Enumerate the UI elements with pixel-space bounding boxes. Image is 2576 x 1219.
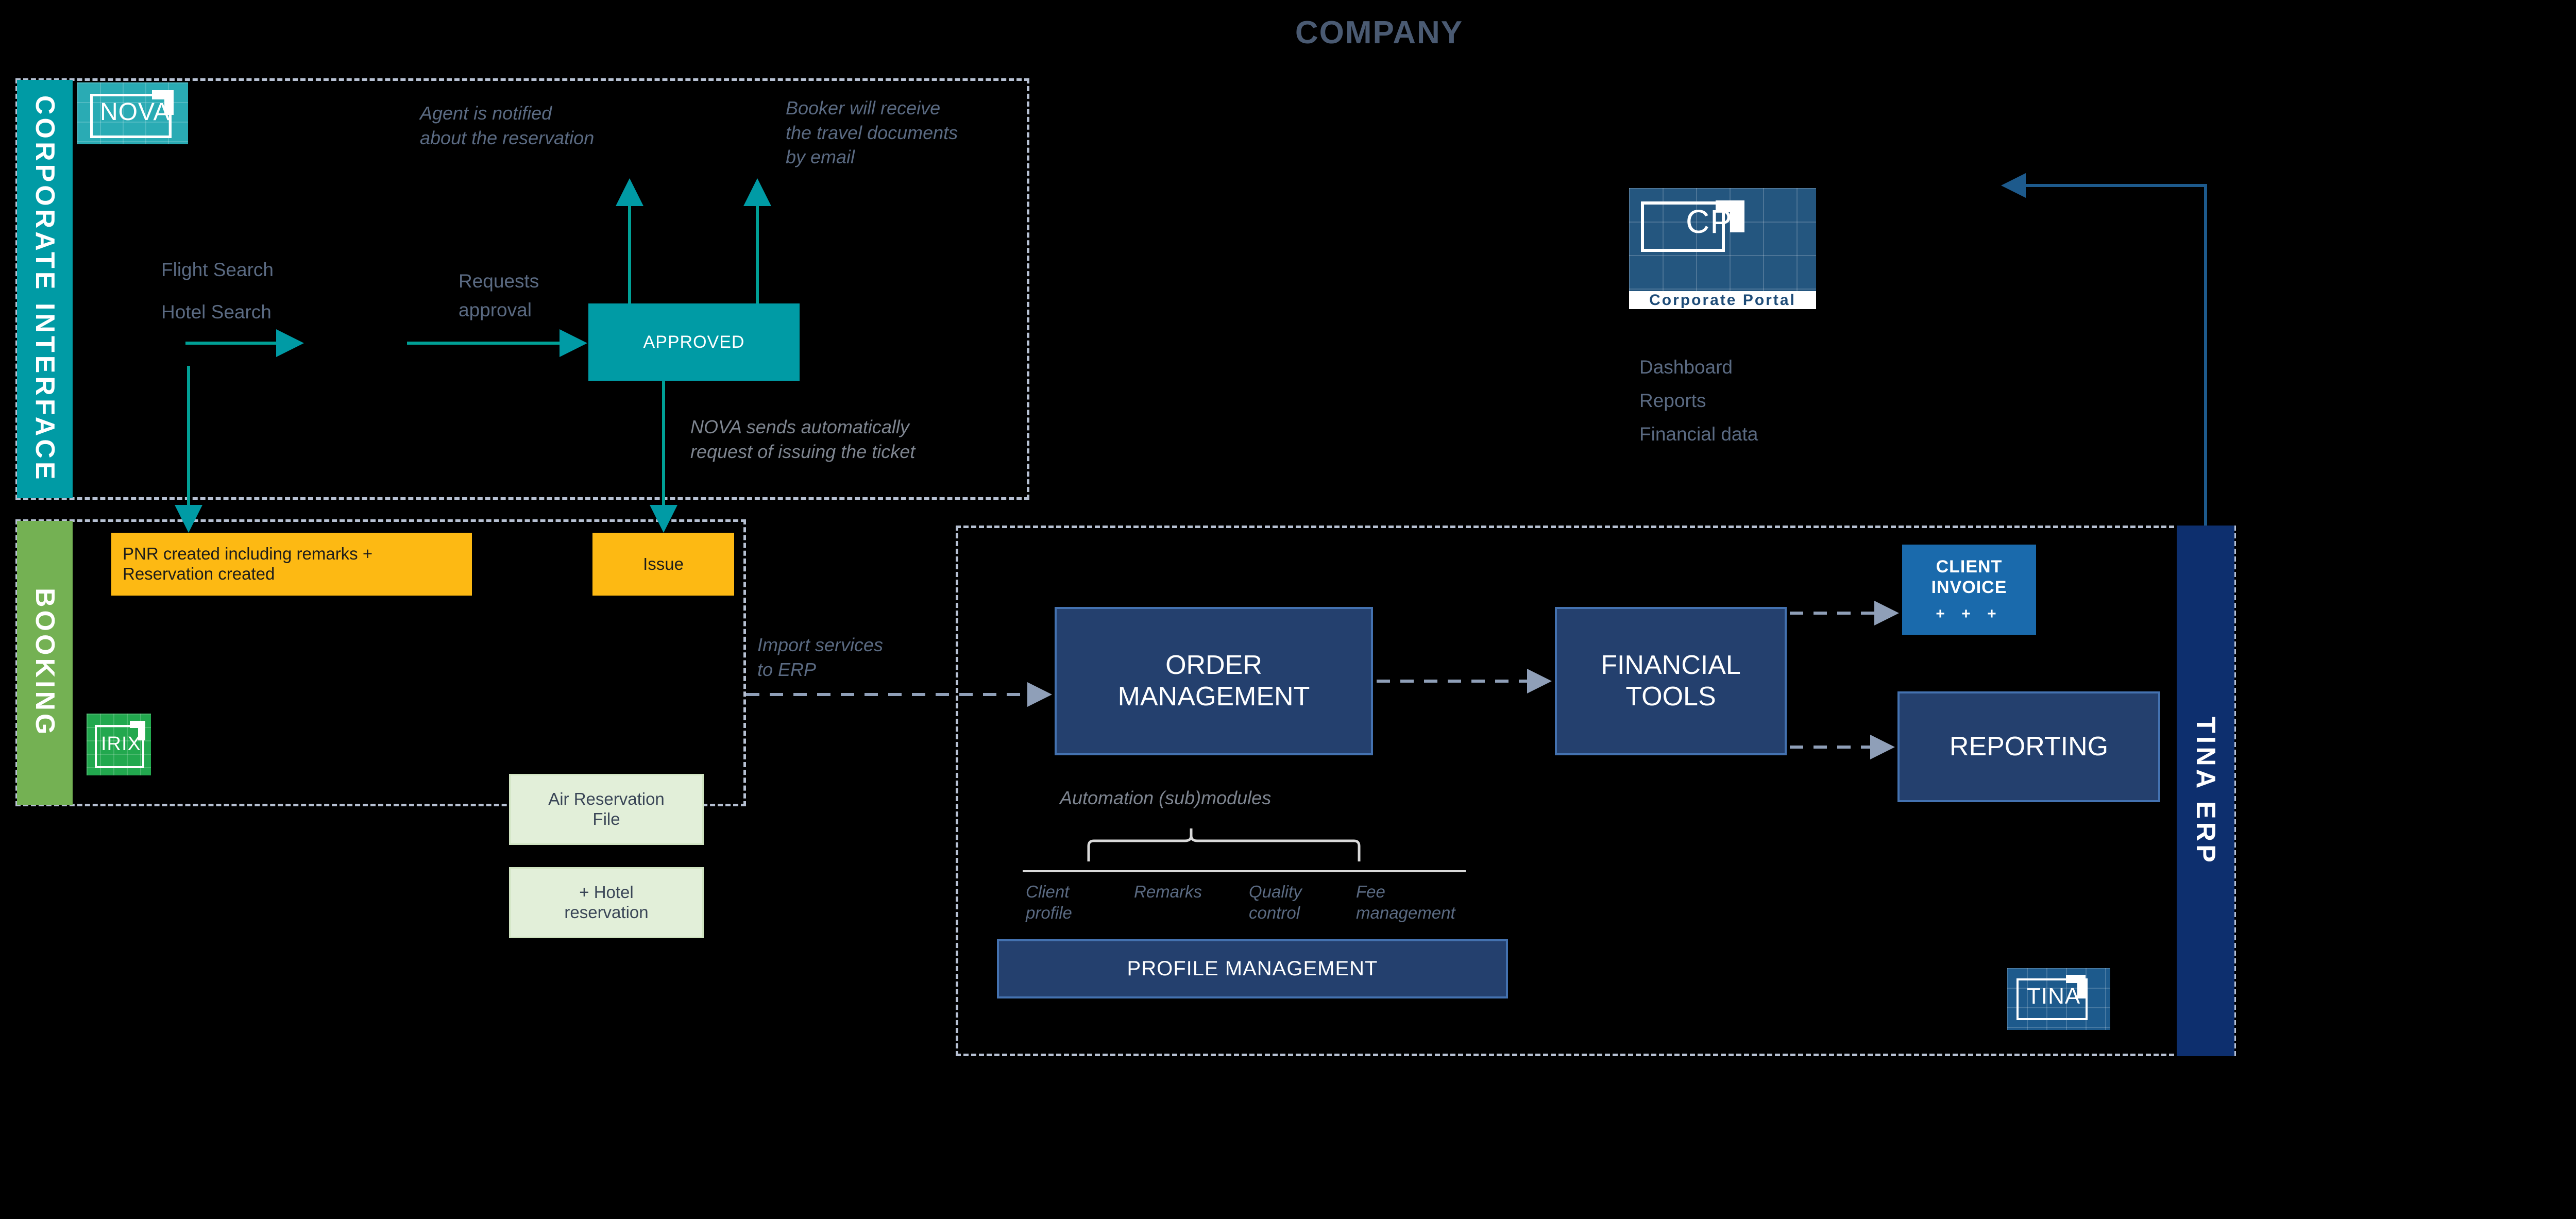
submodule-quality-control: Quality control (1249, 882, 1302, 923)
profile-management-box[interactable]: PROFILE MANAGEMENT (997, 939, 1508, 998)
submodule-fee-management: Fee management (1356, 882, 1455, 923)
pnr-created-box[interactable]: PNR created including remarks + Reservat… (111, 533, 472, 596)
irix-logo-text: IRIX (101, 733, 141, 755)
arrow-erp-to-corporate-portal (2001, 173, 2207, 526)
portal-item-reports: Reports (1639, 390, 1706, 411)
irix-logo: IRIX (87, 714, 151, 775)
zone-booking (15, 519, 746, 806)
financial-tools-box[interactable]: FINANCIAL TOOLS (1555, 607, 1787, 755)
cp-logo-tile: CP (1629, 188, 1816, 291)
client-invoice-label: CLIENT INVOICE (1931, 556, 2007, 597)
automation-submodules-caption: Automation (sub)modules (1060, 787, 1272, 808)
reporting-box[interactable]: REPORTING (1897, 691, 2160, 802)
band-booking-label: BOOKING (30, 588, 60, 738)
band-booking: BOOKING (17, 521, 73, 805)
note-agent-notified: Agent is notified about the reservation (420, 103, 595, 148)
irix-logo-flag-stem-icon (138, 721, 145, 740)
nova-logo: NOVA (77, 82, 188, 144)
submodule-client-profile: Client profile (1026, 882, 1072, 923)
tina-logo: TINA (2007, 968, 2110, 1030)
corporate-portal-logo[interactable]: CP Corporate Portal (1629, 188, 1816, 309)
band-tina-erp: TINA ERP (2177, 526, 2234, 1056)
portal-item-dashboard: Dashboard (1639, 357, 1733, 378)
band-corporate-interface: CORPORATE INTERFACE (17, 80, 73, 498)
cp-logo-text: CP (1686, 203, 1733, 240)
label-requests-approval: Requests approval (459, 270, 539, 320)
nova-logo-frame (90, 94, 172, 138)
zone-tina-erp (956, 526, 2236, 1056)
label-hotel-search: Hotel Search (161, 301, 272, 323)
note-nova-auto-issue: NOVA sends automatically request of issu… (690, 416, 916, 462)
air-reservation-file-box[interactable]: Air Reservation File (509, 774, 704, 845)
hotel-reservation-box[interactable]: + Hotel reservation (509, 867, 704, 938)
cp-logo-frame (1641, 201, 1725, 252)
tina-logo-flag-stem-icon (2077, 975, 2086, 998)
tina-logo-frame (2016, 978, 2088, 1020)
note-booker-documents: Booker will receive the travel documents… (786, 97, 958, 168)
note-import-services-to-erp: Import services to ERP (757, 634, 884, 680)
client-invoice-box[interactable]: CLIENT INVOICE + + + (1902, 545, 2036, 635)
nova-logo-text: NOVA (100, 98, 171, 126)
label-flight-search: Flight Search (161, 259, 274, 280)
zone-corporate-interface (15, 78, 1029, 500)
client-invoice-plus-icons: + + + (1936, 605, 2003, 622)
tina-logo-text: TINA (2027, 984, 2081, 1009)
nova-logo-flag-stem-icon (164, 90, 174, 115)
cp-logo-flag-stem-icon (1730, 200, 1744, 232)
order-management-box[interactable]: ORDER MANAGEMENT (1055, 607, 1373, 755)
irix-logo-frame (95, 725, 144, 768)
page-title: COMPANY (1295, 15, 1464, 50)
portal-item-financial-data: Financial data (1639, 424, 1758, 445)
issue-box[interactable]: Issue (592, 533, 734, 596)
band-tina-label: TINA ERP (2191, 716, 2221, 866)
cp-logo-caption: Corporate Portal (1629, 291, 1816, 309)
submodule-remarks: Remarks (1134, 882, 1202, 901)
band-corporate-label: CORPORATE INTERFACE (30, 95, 60, 483)
approved-box[interactable]: APPROVED (588, 303, 800, 381)
